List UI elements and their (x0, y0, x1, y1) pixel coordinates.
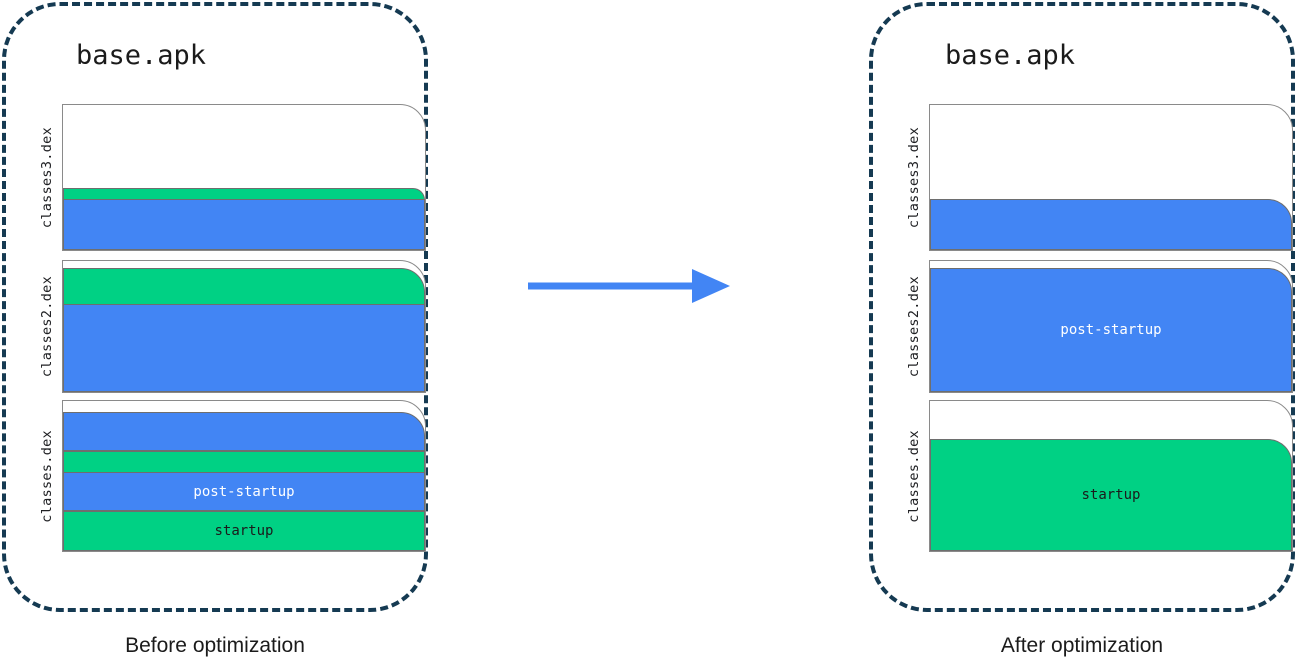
segment-stack (930, 105, 1292, 250)
dex-group-classes-after: classes.dex startup (903, 400, 1293, 552)
segment-post-startup: post-startup (63, 472, 425, 512)
dex-label: classes3.dex (39, 126, 55, 229)
dex-label: classes.dex (39, 429, 55, 523)
segment-stack (63, 105, 425, 250)
dex-box (62, 260, 426, 393)
segment-stack: post-startup startup (63, 401, 425, 551)
segment-startup: startup (930, 438, 1292, 551)
dex-group-classes-before: classes.dex post-startup startup (36, 400, 426, 552)
segment-startup: startup (63, 510, 425, 551)
segment-label: post-startup (1060, 321, 1162, 338)
segment-empty (63, 107, 425, 190)
dex-box: startup (929, 400, 1293, 552)
dex-label: classes.dex (906, 429, 922, 523)
apk-title-after: base.apk (945, 40, 1076, 71)
dex-label: classes3.dex (906, 126, 922, 229)
dex-label: classes2.dex (906, 275, 922, 378)
segment-blue (63, 199, 425, 250)
dex-group-classes2-before: classes2.dex (36, 260, 426, 393)
segment-green (63, 450, 425, 474)
segment-label: startup (1081, 486, 1141, 503)
segment-empty (930, 106, 1292, 200)
segment-blue (930, 199, 1292, 250)
dex-box (62, 104, 426, 251)
dex-label: classes2.dex (39, 275, 55, 378)
segment-post-startup: post-startup (930, 267, 1292, 392)
transition-arrow (520, 262, 736, 310)
segment-blue (63, 412, 425, 452)
segment-blue (63, 304, 425, 392)
dex-box (929, 104, 1293, 251)
dex-group-classes3-after: classes3.dex (903, 104, 1293, 251)
segment-stack: startup (930, 401, 1292, 551)
segment-stack: post-startup (930, 261, 1292, 392)
dex-box: post-startup startup (62, 400, 426, 552)
segment-label: startup (214, 522, 274, 539)
segment-empty (930, 402, 1292, 440)
caption-after: After optimization (1000, 634, 1164, 657)
dex-group-classes2-after: classes2.dex post-startup (903, 260, 1293, 393)
apk-title-before: base.apk (76, 40, 207, 71)
caption-before: Before optimization (125, 634, 305, 657)
segment-green (63, 268, 425, 306)
dex-group-classes3-before: classes3.dex (36, 104, 426, 251)
right-arrow-icon (528, 269, 730, 303)
segment-stack (63, 261, 425, 392)
segment-label: post-startup (193, 483, 295, 500)
dex-box: post-startup (929, 260, 1293, 393)
